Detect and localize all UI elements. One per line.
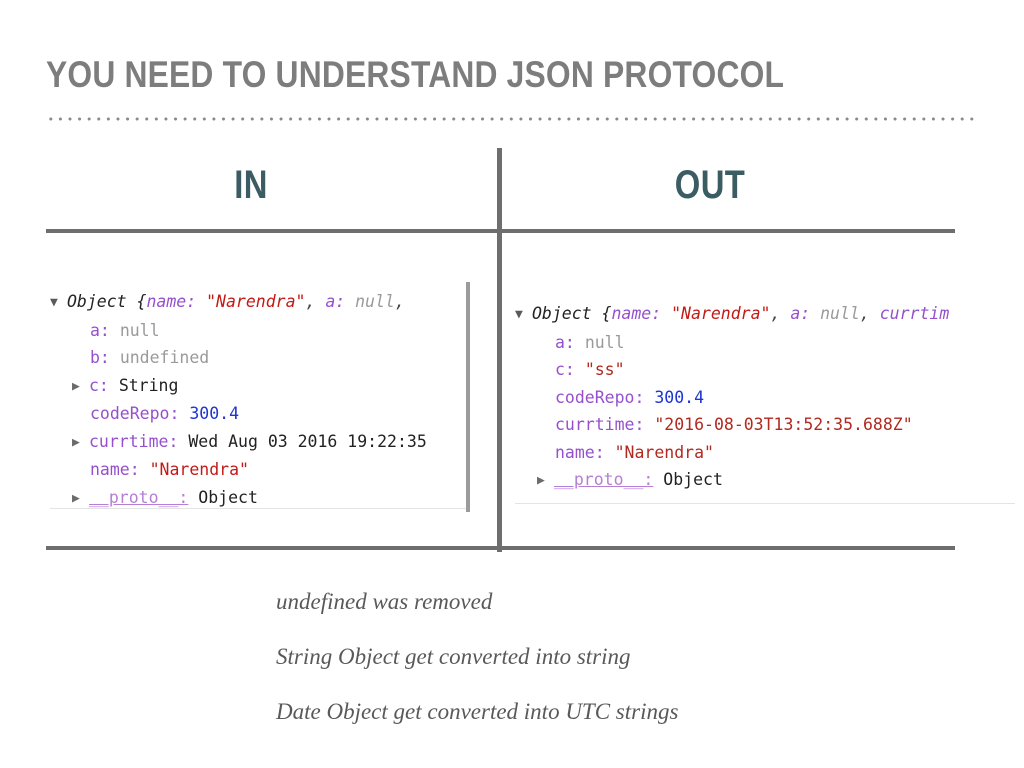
title-dotted-divider — [46, 117, 976, 121]
column-divider — [497, 148, 502, 552]
property-key: codeRepo: — [555, 387, 645, 407]
preview-key-a: a: — [325, 292, 346, 311]
console-row[interactable]: b: undefined — [50, 344, 495, 372]
column-heading-out: OUT — [674, 163, 746, 207]
property-value: 300.4 — [189, 404, 240, 423]
page-title: YOU NEED TO UNDERSTAND JSON PROTOCOL — [46, 54, 785, 95]
collapsed-triangle-icon[interactable]: ▶ — [72, 378, 80, 394]
preview-comma-1: , — [770, 304, 781, 323]
console-row[interactable]: a: null — [515, 329, 1024, 357]
console-row[interactable]: a: null — [50, 317, 495, 345]
console-row-proto[interactable]: ▶ __proto__: Object — [515, 466, 1024, 495]
property-value: "Narendra" — [614, 442, 714, 462]
collapsed-triangle-icon[interactable]: ▶ — [72, 490, 80, 506]
object-label: Object — [532, 304, 592, 323]
preview-value-a: null — [820, 304, 860, 323]
preview-value-a: null — [355, 292, 395, 311]
property-key: currtime: — [555, 415, 645, 434]
console-panel-in: ▼Object {name: "Narendra", a: null, a: n… — [50, 288, 495, 512]
console-row[interactable]: codeRepo: 300.4 — [50, 400, 495, 428]
preview-value-name: "Narendra" — [206, 292, 306, 311]
preview-comma-1: , — [305, 292, 316, 311]
property-key: c: — [555, 360, 575, 379]
property-key: __proto__: — [89, 487, 189, 507]
console-row[interactable]: name: "Narendra" — [50, 456, 495, 484]
property-value: "Narendra" — [149, 460, 249, 479]
property-value: String — [118, 375, 179, 395]
console-object-header-in[interactable]: ▼ Object {name: "Narendra", a: null, — [50, 288, 495, 317]
property-key: __proto__: — [554, 470, 654, 489]
property-key: currtime: — [89, 431, 179, 451]
console-row[interactable]: codeRepo: 300.4 — [515, 384, 1024, 412]
console-panel-in-separator — [50, 508, 470, 509]
property-key: codeRepo: — [90, 404, 180, 423]
expand-triangle-icon[interactable]: ▼ — [515, 307, 523, 322]
column-heading-in: IN — [234, 163, 268, 207]
preview-comma-2: , — [859, 304, 870, 323]
note-item: String Object get converted into string — [276, 644, 631, 669]
property-key: c: — [89, 375, 109, 395]
preview-value-name: "Narendra" — [671, 304, 771, 323]
console-panel-out-separator — [515, 503, 1015, 504]
note-item: undefined was removed — [276, 589, 493, 614]
property-value: "ss" — [584, 360, 625, 379]
collapsed-triangle-icon[interactable]: ▶ — [537, 473, 545, 488]
preview-key-name: name: — [611, 304, 662, 323]
property-value: 300.4 — [654, 387, 705, 407]
preview-key-a: a: — [790, 304, 811, 323]
note-item: Date Object get converted into UTC strin… — [276, 699, 679, 724]
property-value: "2016-08-03T13:52:35.688Z" — [654, 415, 913, 434]
preview-key-name: name: — [146, 292, 197, 311]
console-row[interactable]: c: "ss" — [515, 356, 1024, 384]
property-key: a: — [555, 332, 575, 352]
open-brace: { — [601, 304, 612, 323]
open-brace: { — [136, 292, 147, 311]
object-label: Object — [67, 292, 127, 311]
preview-comma-2: , — [394, 292, 405, 311]
console-row[interactable]: ▶ c: String — [50, 372, 495, 401]
property-value: Wed Aug 03 2016 19:22:35 — [188, 431, 427, 451]
property-key: a: — [90, 320, 110, 340]
console-row[interactable]: ▶ currtime: Wed Aug 03 2016 19:22:35 — [50, 428, 495, 457]
console-panel-out: ▼Object {name: "Narendra", a: null, curr… — [515, 300, 1024, 495]
console-scrollbar-in[interactable] — [466, 282, 470, 512]
collapsed-triangle-icon[interactable]: ▶ — [72, 434, 80, 450]
property-value: undefined — [119, 348, 210, 367]
property-value: Object — [198, 487, 258, 507]
console-object-header-out[interactable]: ▼ Object {name: "Narendra", a: null, curr… — [515, 300, 1024, 329]
console-row[interactable]: currtime: "2016-08-03T13:52:35.688Z" — [515, 411, 1024, 439]
property-key: b: — [90, 348, 110, 367]
console-row[interactable]: name: "Narendra" — [515, 439, 1024, 467]
expand-triangle-icon[interactable]: ▼ — [50, 295, 58, 310]
notes-list: undefined was removed String Object get … — [276, 589, 678, 754]
console-row-proto[interactable]: ▶ __proto__: Object — [50, 484, 495, 513]
property-key: name: — [90, 460, 140, 479]
property-value: null — [119, 320, 160, 340]
property-value: null — [584, 332, 625, 352]
property-value: Object — [663, 470, 723, 489]
preview-key-currtime: currtim — [879, 304, 950, 323]
property-key: name: — [555, 442, 605, 462]
